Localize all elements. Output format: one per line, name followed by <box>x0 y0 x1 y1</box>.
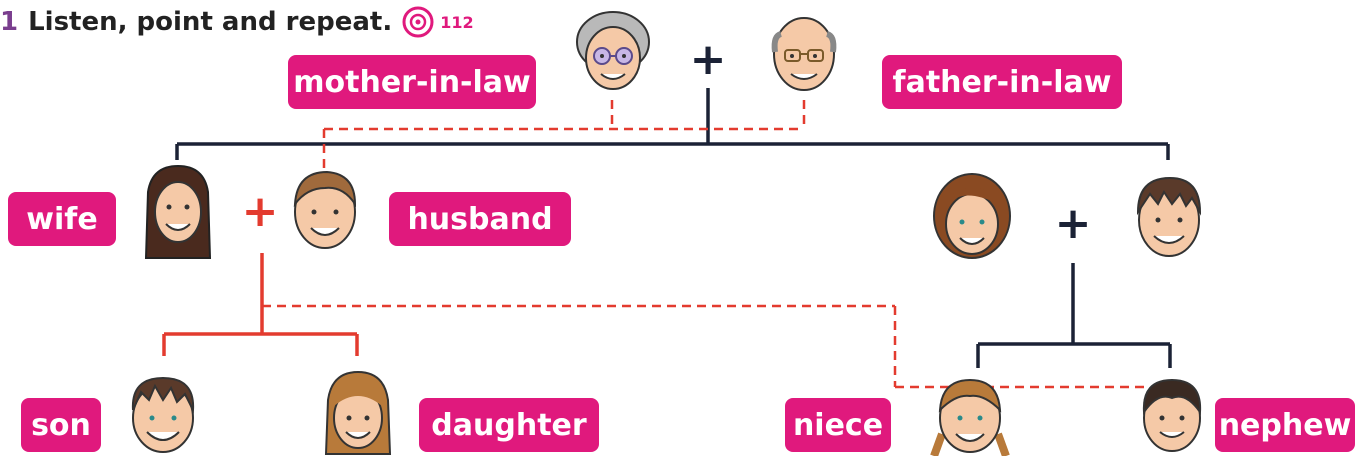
son-face <box>131 376 195 453</box>
cd-icon[interactable] <box>402 6 434 38</box>
aunt-face <box>933 173 1011 259</box>
exercise-heading: 1 Listen, point and repeat. 112 <box>0 4 474 40</box>
label-husband: husband <box>389 192 571 246</box>
plus-sign-grandparents: + <box>689 34 727 85</box>
plus-sign-aunt-uncle: + <box>1054 198 1092 249</box>
label-wife: wife <box>8 192 116 246</box>
father-in-law-face <box>771 17 837 91</box>
exercise-instruction: Listen, point and repeat. <box>28 7 393 37</box>
daughter-face <box>324 370 392 455</box>
wife-face <box>144 164 212 259</box>
niece-face <box>930 378 1010 456</box>
husband-face <box>293 170 357 249</box>
exercise-number: 1 <box>0 7 19 37</box>
audio-track-number: 112 <box>440 12 474 32</box>
plus-sign-parents: + <box>241 186 279 237</box>
nephew-face <box>1142 378 1202 452</box>
audio-track[interactable]: 112 <box>402 6 474 38</box>
mother-in-law-face <box>576 11 650 90</box>
label-mother-in-law: mother-in-law <box>288 55 536 109</box>
label-father-in-law: father-in-law <box>882 55 1122 109</box>
label-niece: niece <box>785 398 891 452</box>
label-son: son <box>21 398 101 452</box>
label-daughter: daughter <box>419 398 599 452</box>
label-nephew: nephew <box>1215 398 1355 452</box>
uncle-face <box>1136 176 1202 257</box>
